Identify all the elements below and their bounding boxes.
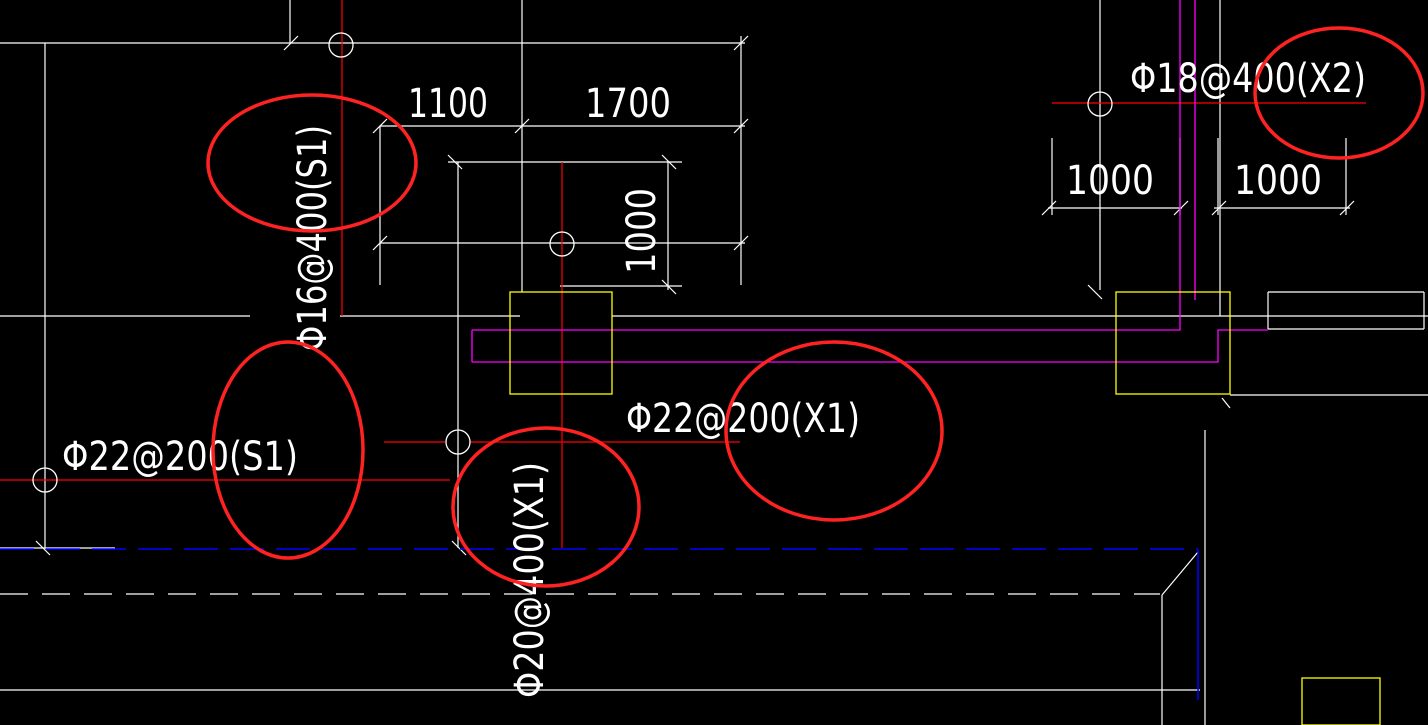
grid-bubble-top [328, 32, 354, 58]
highlight-ellipse-phi20 [451, 426, 641, 588]
highlight-ellipse-phi16 [206, 93, 418, 233]
dim-1000-right-b: 1000 [1234, 158, 1322, 204]
column-outlines [509, 291, 1381, 725]
dim-1700: 1700 [585, 81, 671, 127]
label-phi22-s1: Φ22@200(S1) [62, 434, 298, 480]
axis-lines [0, 0, 1366, 548]
dim-1100: 1100 [408, 81, 488, 127]
rebar-labels: Φ16@400(S1) Φ22@200(S1) Φ22@200(X1) Φ20@… [62, 56, 1366, 698]
grid-bubble-right [1087, 91, 1113, 117]
highlight-ellipse-phi18 [1253, 26, 1425, 160]
label-phi18-x2: Φ18@400(X2) [1130, 56, 1366, 102]
dim-1000-right-a: 1000 [1066, 158, 1154, 204]
label-phi16-s1: Φ16@400(S1) [290, 125, 336, 351]
hidden-lines [0, 548, 1199, 700]
label-phi22-x1: Φ22@200(X1) [626, 396, 860, 442]
grid-bubble-center [549, 231, 575, 257]
grid-bubbles [32, 32, 1113, 493]
highlight-ellipse-phi22-s1 [211, 340, 365, 560]
dim-1000-vertical: 1000 [619, 188, 665, 274]
grid-bubble-left [32, 467, 58, 493]
highlight-ellipses [206, 26, 1425, 588]
slab-edges [471, 0, 1268, 363]
grid-bubble-mid [445, 429, 471, 455]
dimension-ticks [35, 35, 1355, 556]
highlight-ellipse-phi22-x1 [724, 340, 944, 522]
dimension-texts: 1100 1700 1000 1000 1000 [408, 81, 1322, 274]
